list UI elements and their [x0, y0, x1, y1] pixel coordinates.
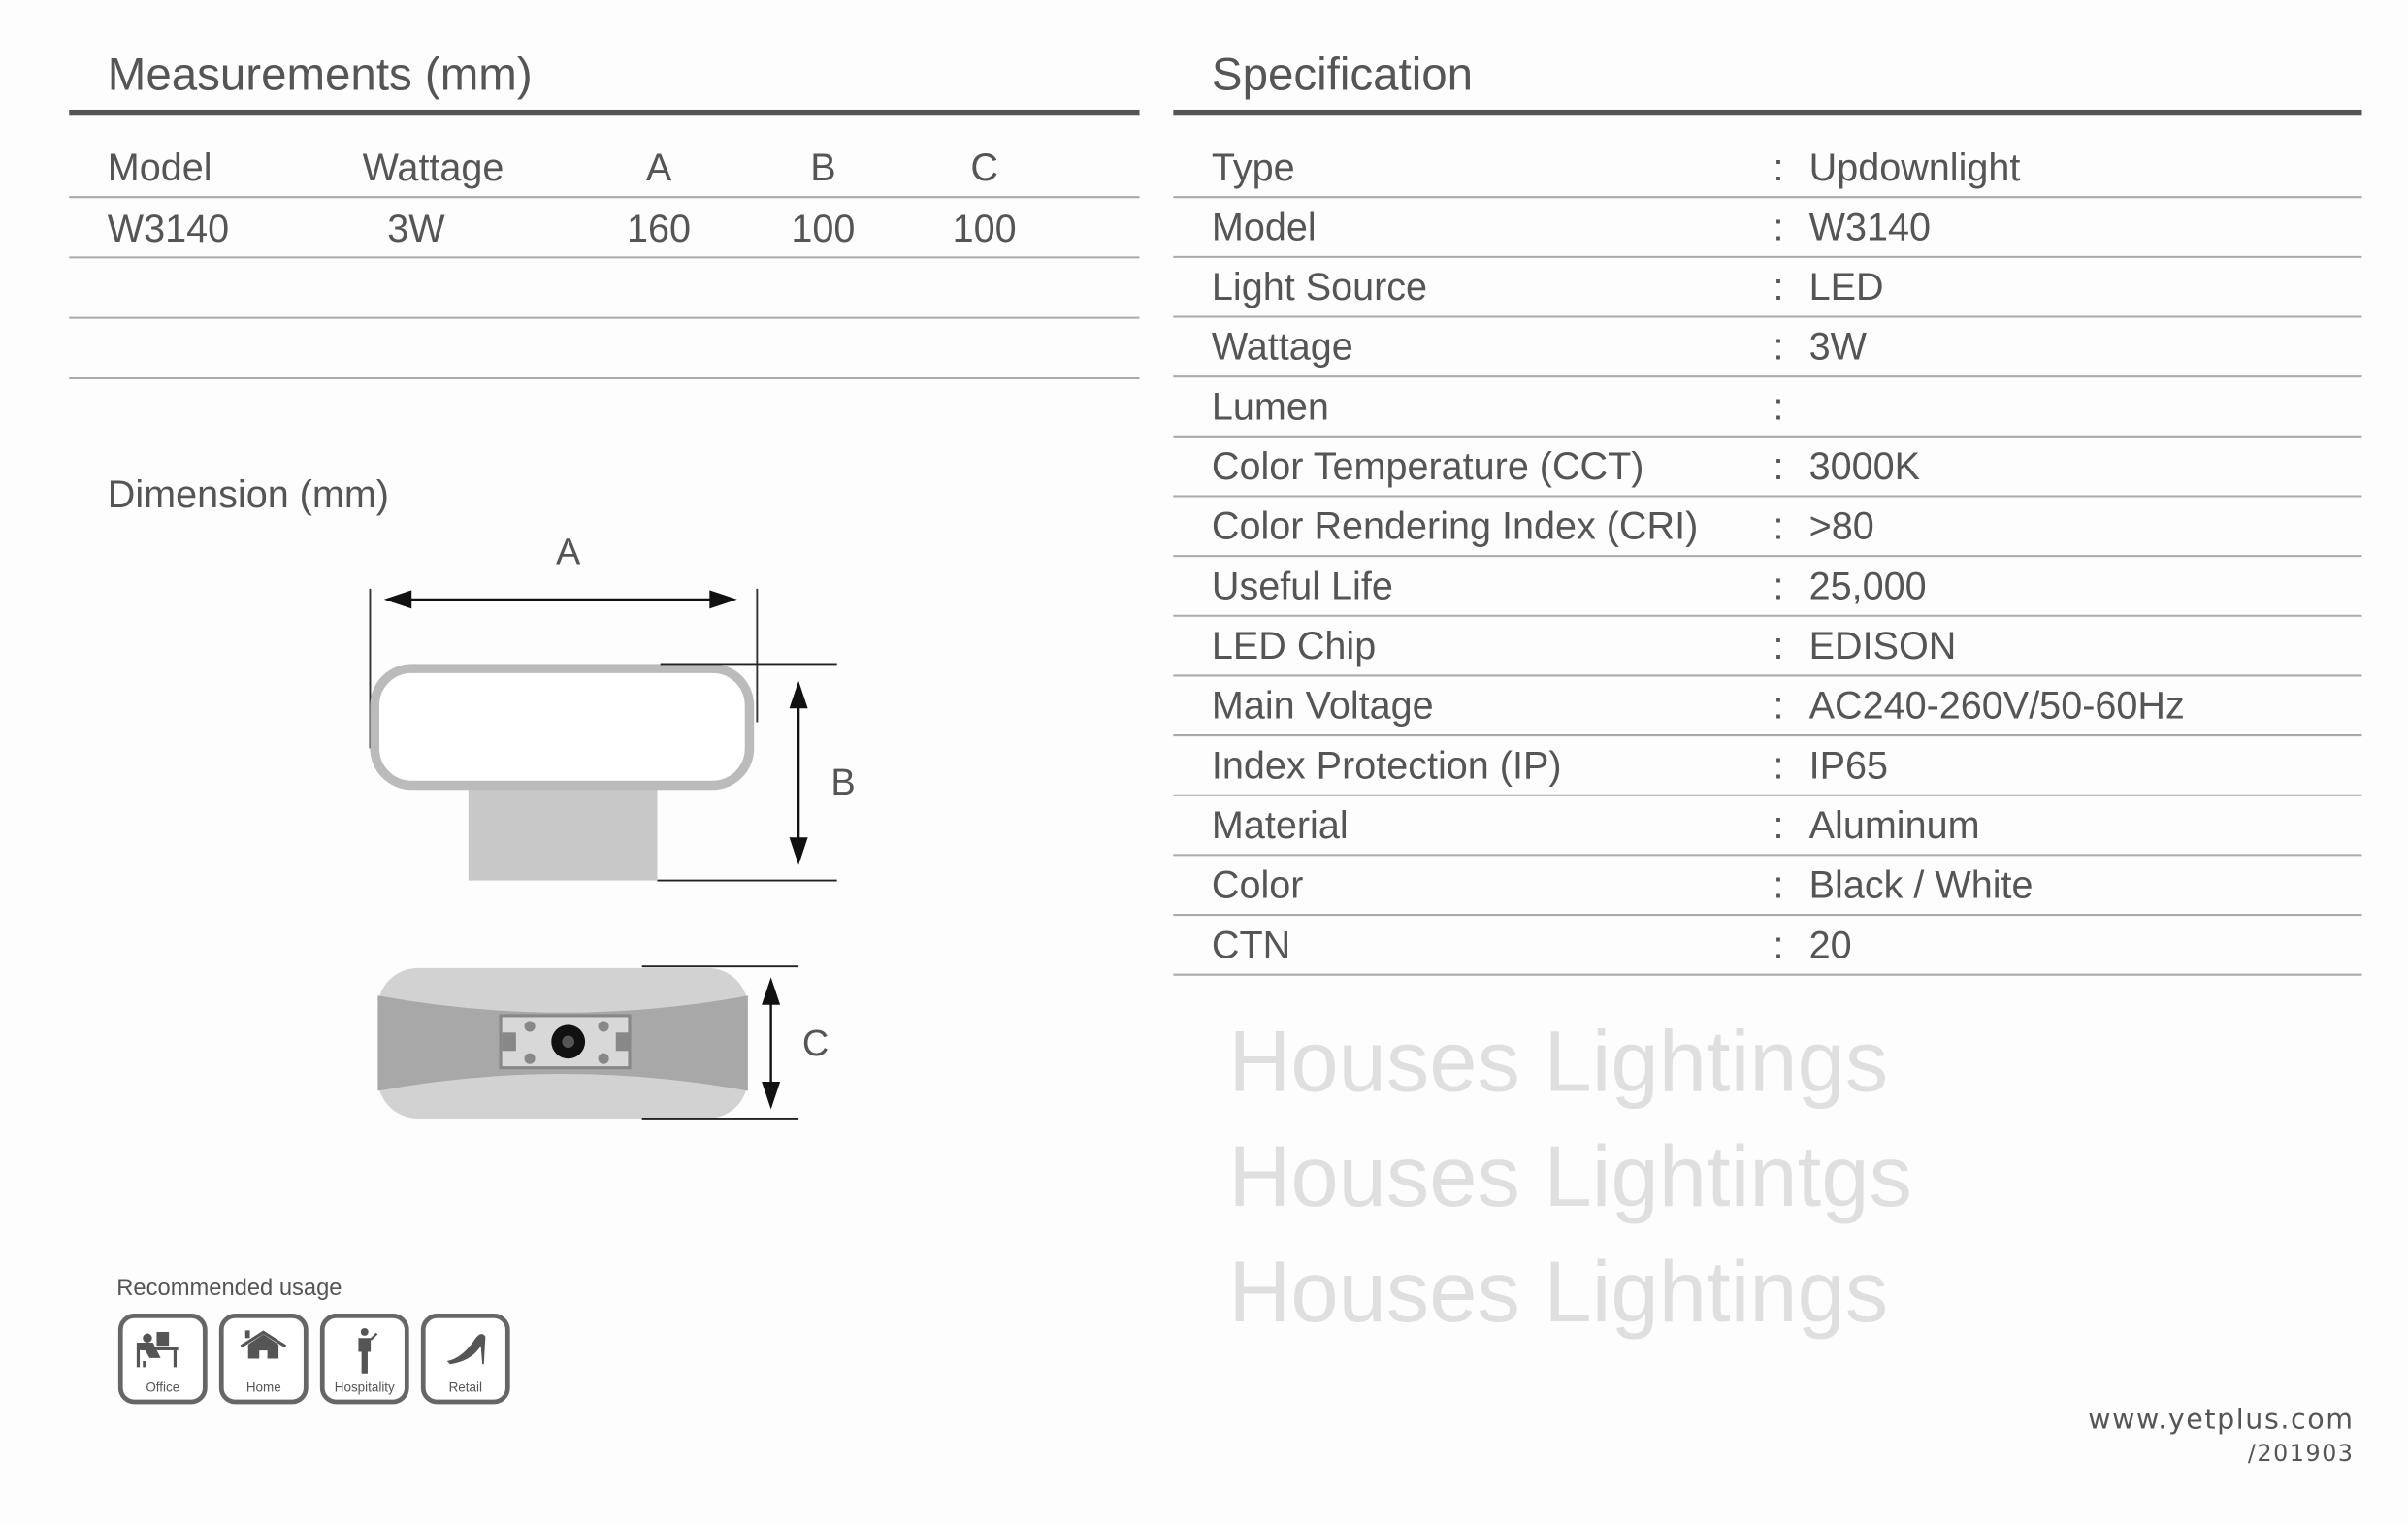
spec-label: Type — [1212, 146, 1295, 189]
measurements-table: Model Wattage A B C W3140 3W 160 100 100 — [69, 146, 1140, 380]
dimension-title: Dimension (mm) — [108, 473, 389, 516]
table-cell: 160 — [627, 208, 691, 250]
usage-label: Home — [246, 1380, 281, 1395]
spec-separator: : — [1773, 326, 1784, 369]
spec-label: Wattage — [1212, 326, 1353, 369]
column-header: C — [970, 146, 998, 189]
specification-rule — [1173, 109, 2362, 116]
spec-value: W3140 — [1809, 206, 1931, 248]
spec-separator: : — [1773, 385, 1784, 428]
spec-label: LED Chip — [1212, 625, 1376, 667]
spec-value: Updownlight — [1809, 146, 2021, 189]
spec-value: 3W — [1809, 326, 1868, 369]
footer-website[interactable]: www.yetplus.com — [2088, 1404, 2354, 1436]
hospitality-icon — [358, 1328, 378, 1374]
usage-label: Hospitality — [335, 1380, 395, 1395]
home-icon — [240, 1330, 287, 1359]
usage-icons: Office Home Hospitality Retail — [117, 1313, 510, 1405]
spec-label: Useful Life — [1212, 565, 1393, 607]
column-header: Model — [108, 146, 212, 189]
spec-row: Type: Updownlight — [1173, 146, 2362, 199]
spec-row: Model: W3140 — [1173, 206, 2362, 258]
spec-separator: : — [1773, 565, 1784, 607]
spec-separator: : — [1773, 744, 1784, 787]
spec-value: EDISON — [1809, 625, 1957, 667]
dimension-label-b: B — [830, 763, 855, 803]
measurements-rule — [69, 109, 1140, 116]
spec-row: CTN:20 — [1173, 924, 2362, 976]
spec-value: IP65 — [1809, 744, 1888, 787]
spec-row: Main Voltage: AC240-260V/50-60Hz — [1173, 685, 2362, 737]
table-cell: 100 — [953, 208, 1017, 250]
spec-value: 20 — [1809, 924, 1852, 966]
spec-row: Light Source: LED — [1173, 266, 2362, 318]
usage-label: Office — [146, 1380, 179, 1395]
table-cell: W3140 — [108, 208, 229, 250]
spec-label: Material — [1212, 804, 1349, 847]
usage-item-retail: Retail — [420, 1313, 510, 1405]
spec-row: Lumen: — [1173, 385, 2362, 438]
spec-value: >80 — [1809, 505, 1874, 548]
spec-separator: : — [1773, 924, 1784, 966]
spec-value: LED — [1809, 266, 1884, 308]
spec-row: Useful Life:25,000 — [1173, 565, 2362, 617]
spec-row: Color Rendering Index (CRI): >80 — [1173, 505, 2362, 558]
usage-title: Recommended usage — [116, 1276, 342, 1301]
spec-separator: : — [1773, 625, 1784, 667]
office-icon — [136, 1331, 179, 1368]
usage-item-home: Home — [218, 1313, 309, 1405]
spec-label: Color Temperature (CCT) — [1212, 445, 1644, 488]
footer-code: /201903 — [2248, 1440, 2355, 1467]
spec-label: Model — [1212, 206, 1317, 248]
measurements-title: Measurements (mm) — [108, 49, 533, 100]
spec-row: Color: Black / White — [1173, 864, 2362, 917]
spec-row: Wattage:3W — [1173, 326, 2362, 378]
column-header: B — [810, 146, 835, 189]
column-header: A — [646, 146, 672, 189]
usage-label: Retail — [449, 1380, 482, 1395]
spec-separator: : — [1773, 864, 1784, 907]
column-header: Wattage — [363, 146, 504, 189]
retail-icon — [446, 1334, 486, 1365]
watermark: Houses Lightings — [1228, 1244, 1888, 1340]
spec-separator: : — [1773, 445, 1784, 488]
spec-separator: : — [1773, 804, 1784, 847]
spec-separator: : — [1773, 266, 1784, 308]
spec-row: Material: Aluminum — [1173, 804, 2362, 857]
spec-row: Index Protection (IP): IP65 — [1173, 744, 2362, 796]
spec-separator: : — [1773, 206, 1784, 248]
spec-label: Index Protection (IP) — [1212, 744, 1562, 787]
table-cell: 3W — [387, 208, 445, 250]
spec-value: 25,000 — [1809, 565, 1927, 607]
spec-label: Main Voltage — [1212, 685, 1434, 728]
specification-title: Specification — [1212, 49, 1473, 100]
spec-value: Aluminum — [1809, 804, 1980, 847]
spec-label: Color — [1212, 864, 1304, 907]
spec-value: AC240-260V/50-60Hz — [1809, 685, 2185, 728]
spec-separator: : — [1773, 505, 1784, 548]
usage-item-office: Office — [117, 1313, 208, 1405]
spec-separator: : — [1773, 685, 1784, 728]
usage-item-hospitality: Hospitality — [319, 1313, 409, 1405]
spec-label: CTN — [1212, 924, 1290, 966]
spec-label: Light Source — [1212, 266, 1427, 308]
dimension-label-a: A — [556, 533, 581, 573]
spec-row: LED Chip: EDISON — [1173, 625, 2362, 677]
dimension-label-c: C — [802, 1023, 829, 1064]
spec-value: Black / White — [1809, 864, 2034, 907]
watermark: Houses Lightintgs — [1228, 1128, 1911, 1224]
top-view-drawing: C — [377, 965, 829, 1120]
table-cell: 100 — [791, 208, 855, 250]
spec-value: 3000K — [1809, 445, 1920, 488]
spec-row: Color Temperature (CCT):3000K — [1173, 445, 2362, 498]
spec-label: Color Rendering Index (CRI) — [1212, 505, 1698, 548]
spec-label: Lumen — [1212, 385, 1329, 428]
spec-separator: : — [1773, 146, 1784, 189]
side-view-drawing: A B — [369, 533, 856, 882]
watermark: Houses Lightings — [1228, 1013, 1888, 1109]
